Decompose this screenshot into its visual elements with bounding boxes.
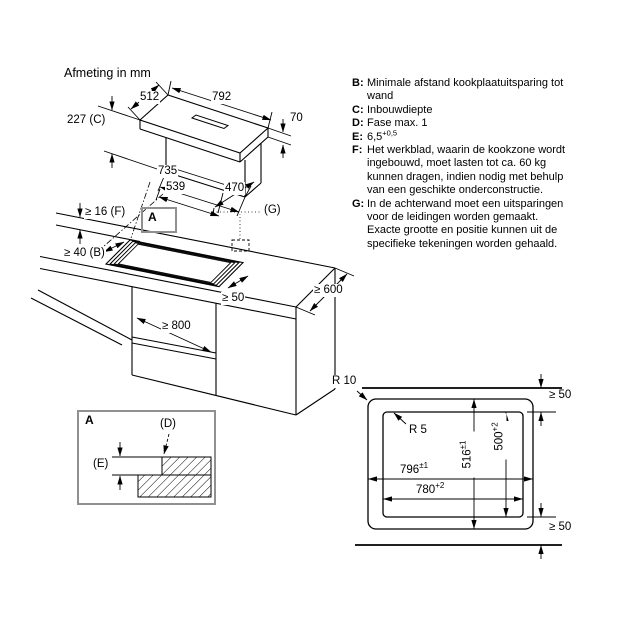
dim-recess-depth: (E) — [93, 458, 109, 470]
dim-worktop-thickness: ≥ 16 (F) — [84, 206, 127, 219]
cutout-plan-drawing — [355, 374, 562, 559]
dim-side-clearance: ≥ 50 — [221, 292, 246, 305]
dim-base-width: 735 — [157, 165, 179, 178]
counter-drawing — [30, 203, 355, 416]
legend-letter: B: — [352, 77, 364, 89]
dim-wall-distance: ≥ 40 (B) — [63, 247, 106, 260]
legend-letter: D: — [352, 117, 364, 130]
legend-letter: G: — [352, 197, 365, 210]
legend-item-b: B: Minimale afstand kookplaatuitsparing … — [352, 77, 566, 104]
dim-top-depth: 512 — [139, 91, 161, 104]
dim-cabinet-opening: ≥ 800 — [161, 320, 192, 333]
legend-text: 6,5+0,5 — [367, 127, 398, 143]
detail-a-drawing — [77, 410, 216, 505]
dim-bottom-clearance: ≥ 50 — [548, 521, 573, 534]
cooktop-drawing — [97, 80, 292, 248]
legend-text: Minimale afstand kookplaatuitsparing tot… — [367, 77, 564, 103]
legend-item-d: D: Fase max. 1 — [352, 117, 566, 130]
dim-worktop-depth: ≥ 600 — [313, 284, 344, 297]
dim-top-width: 792 — [211, 91, 233, 104]
dim-base-depth: 470 — [224, 182, 246, 195]
legend-item-e: E: 6,5+0,5 — [352, 127, 566, 144]
dim-right-height: 70 — [289, 112, 304, 125]
dim-outer-depth: 516±1 — [459, 431, 475, 478]
dim-inner-width: 780+2 — [415, 481, 446, 497]
legend-item-f: F: Het werkblad, waarin de kookzone word… — [352, 144, 566, 198]
dim-duct-width: 539 — [165, 181, 187, 194]
legend-text: Het werkblad, waarin de kookzone wordt i… — [367, 144, 566, 197]
legend: B: Minimale afstand kookplaatuitsparing … — [352, 77, 566, 251]
dim-inner-depth: 500+2 — [491, 413, 507, 460]
detail-a-marker: A — [148, 210, 157, 224]
legend-item-c: C: Inbouwdiepte — [352, 104, 566, 117]
legend-text: Inbouwdiepte — [367, 103, 433, 116]
dim-install-depth: 227 (C) — [66, 114, 107, 127]
legend-letter: E: — [352, 130, 363, 143]
dim-top-clearance: ≥ 50 — [548, 389, 573, 402]
label-inner-radius: R 5 — [409, 424, 427, 436]
detail-a-title: A — [85, 413, 94, 427]
wall-opening-ref: (G) — [263, 204, 282, 217]
legend-letter: C: — [352, 103, 364, 116]
legend-letter: F: — [352, 144, 363, 157]
label-outer-radius: R 10 — [331, 375, 358, 388]
legend-text: Fase max. 1 — [367, 117, 428, 130]
dim-chamfer: (D) — [160, 418, 176, 430]
page-title: Afmeting in mm — [64, 66, 151, 80]
legend-item-g: G: In de achterwand moet een uitsparinge… — [352, 198, 566, 252]
dim-outer-width: 796±1 — [399, 461, 430, 477]
legend-text: In de achterwand moet een uitsparingen v… — [367, 197, 564, 250]
